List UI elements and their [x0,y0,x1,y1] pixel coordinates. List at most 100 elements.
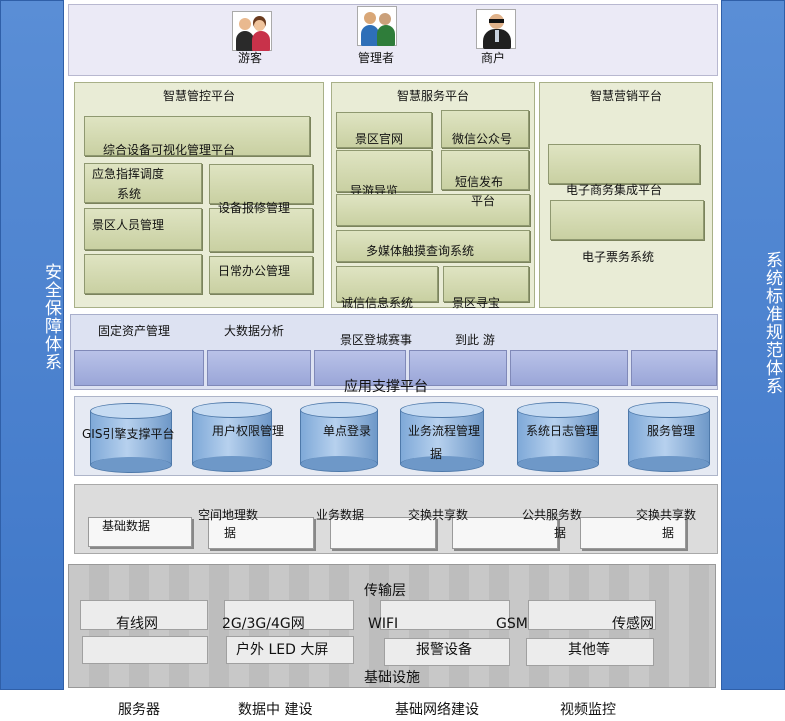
role-merchant-label: 商户 [481,51,506,65]
db-gis [90,403,172,473]
app-block-5 [510,350,628,386]
net-box-other [526,638,654,666]
integrity-label: 诚信信息系统 [341,296,414,310]
box-empty-control [84,254,202,294]
db-permission [192,402,272,472]
smart-marketing-title: 智慧营销平台 [589,89,662,103]
app-block-1 [74,350,204,386]
net-box-mobile [224,600,354,630]
net-box-wifi [380,600,510,630]
sms-platform-label: 平台 [471,194,496,208]
ecommerce-label: 电子商务集成平台 [566,183,663,197]
box-office [209,256,313,294]
merchant-icon [476,9,516,49]
app-label-checkin: 到此 游 [455,333,495,347]
box-treasure [443,266,529,302]
standards-system-bar: 系统标准规范体系 [721,0,785,690]
smart-marketing-platform: 智慧营销平台 [539,82,713,308]
data-box-business [330,517,436,549]
wechat-label: 微信公众号 [452,132,513,146]
box-website [336,112,432,148]
data-exchange-label: 交换共享数 [408,508,469,522]
box-repair [209,164,313,204]
app-block-3 [314,350,406,386]
office-label: 日常办公管理 [218,264,291,278]
transport-title: 传输层 [364,583,406,599]
role-manager-label: 管理者 [358,51,395,65]
db-workflow [400,402,484,472]
box-eticket [550,200,704,240]
data-exchange-2-label-2: 据 [662,526,675,540]
data-geo-label: 空间地理数 [198,508,259,522]
db-sso [300,402,378,472]
data-box-geo [208,517,314,549]
box-equipment-visual [84,116,310,156]
data-public-label-2: 据 [554,526,567,540]
db-sso-label: 单点登录 [323,424,372,438]
net-other-label: 其他等 [568,642,610,658]
app-label-assets: 固定资产管理 [98,324,171,338]
emergency-label-2: 系统 [117,187,142,201]
app-label-events: 景区登城赛事 [340,333,413,347]
app-block-2 [207,350,311,386]
db-syslog-label: 系统日志管理 [526,424,599,438]
smart-control-title: 智慧管控平台 [162,89,235,103]
box-sms [441,150,529,190]
role-tourist-label: 游客 [238,51,263,65]
emergency-label: 应急指挥调度 [92,167,165,181]
net-box-wired [80,600,208,630]
net-sensor-label: 传感网 [612,616,654,632]
sms-label: 短信发布 [455,175,504,189]
net-box-led [226,636,354,664]
net-box-empty [82,636,208,664]
net-mobile-label: 2G/3G/4G网 [222,616,305,632]
db-workflow-label-2: 据 [430,447,443,461]
data-geo-label-2: 据 [224,526,237,540]
db-permission-label: 用户权限管理 [212,424,285,438]
db-service [628,402,710,472]
data-basic-label: 基础数据 [102,519,151,533]
infra-datacenter-label: 数据中 建设 [238,702,313,718]
infra-network-label: 基础网络建设 [395,702,479,718]
data-box-exchange-2 [580,517,686,549]
eticket-label: 电子票务系统 [582,250,655,264]
security-system-bar: 安全保障体系 [0,0,64,690]
box-wechat [441,110,529,148]
database-band [74,396,718,476]
staff-label: 景区人员管理 [92,218,165,232]
treasure-label: 景区寻宝 [452,296,501,310]
db-service-label: 服务管理 [647,424,696,438]
website-label: 景区官网 [355,132,404,146]
box-ecommerce [548,144,700,184]
tourist-icon [232,11,272,51]
smart-service-title: 智慧服务平台 [396,89,469,103]
app-label-bigdata: 大数据分析 [224,324,285,338]
app-block-4 [409,350,507,386]
app-block-6 [631,350,717,386]
data-box-basic [88,517,192,547]
db-workflow-label: 业务流程管理 [408,424,481,438]
infra-video-label: 视频监控 [560,702,616,718]
equipment-visual-label: 综合设备可视化管理平台 [103,143,236,157]
db-gis-label: GIS引擎支撑平台 [82,427,175,441]
box-sms-platform [336,194,530,226]
manager-icon [357,6,397,46]
infra-title: 基础设施 [364,670,420,686]
net-box-sensor [528,600,656,630]
data-exchange-2-label: 交换共享数 [636,508,697,522]
data-box-exchange [452,517,558,549]
db-syslog [517,402,599,472]
app-support-title: 应用支撑平台 [344,379,428,395]
security-system-label: 安全保障体系 [41,263,61,371]
data-business-label: 业务数据 [316,508,365,522]
standards-system-label: 系统标准规范体系 [762,251,782,395]
repair-label: 设备报修管理 [218,201,291,215]
net-wifi-label: WIFI [368,616,399,632]
infra-server-label: 服务器 [118,702,160,718]
net-wired-label: 有线网 [116,616,158,632]
box-multimedia [336,230,530,262]
net-alarm-label: 报警设备 [416,642,472,658]
box-guide [336,150,432,192]
box-emergency [84,163,202,203]
box-integrity [336,266,438,302]
